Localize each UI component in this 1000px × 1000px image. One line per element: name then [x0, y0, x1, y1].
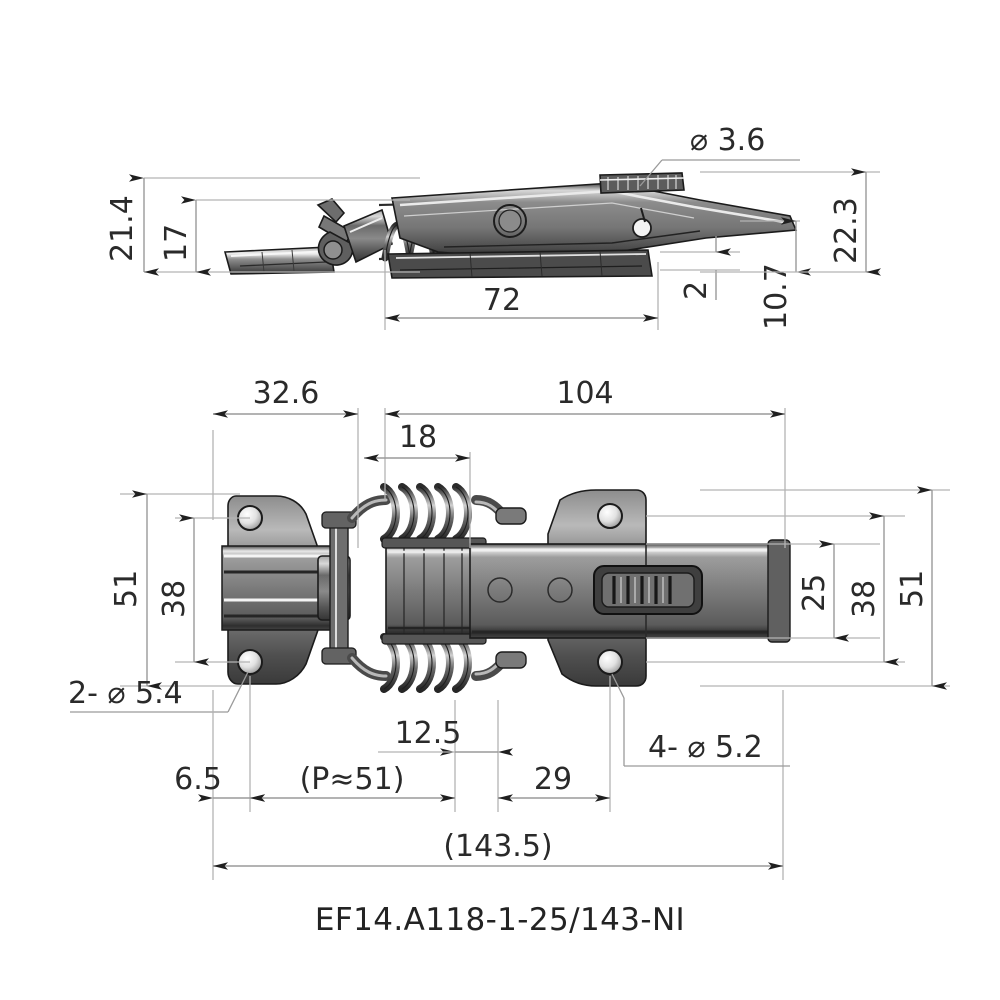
side-base-bracket	[387, 249, 653, 279]
plan-spring-upper	[347, 483, 527, 543]
plan-handle-bar	[469, 539, 791, 643]
dim-51-right: 51	[895, 570, 930, 608]
side-view-dimensions: 21.4 17 72 2 10.7 22.3	[105, 123, 881, 330]
plan-left-mount-plate	[221, 495, 333, 685]
side-pivot-link	[343, 208, 393, 264]
plan-spring-lower	[347, 633, 527, 693]
dim-143-5: (143.5)	[443, 829, 552, 864]
dim-10-7: 10.7	[759, 263, 794, 330]
dim-29: 29	[534, 762, 572, 797]
drawing-title: EF14.A118-1-25/143-NI	[315, 902, 685, 938]
plan-view-dimensions: 32.6 104 18 51 38	[68, 376, 950, 880]
dim-32-6: 32.6	[253, 376, 320, 411]
plan-adjuster-window	[593, 565, 703, 615]
dim-p-51: (P≈51)	[300, 762, 405, 797]
dim-17: 17	[159, 224, 194, 262]
dim-12-5: 12.5	[395, 716, 462, 751]
dim-38-right: 38	[847, 580, 882, 618]
dim-51-left: 51	[109, 570, 144, 608]
dim-6-5: 6.5	[174, 762, 222, 797]
side-view-geometry	[223, 172, 798, 279]
side-catch-plate	[223, 246, 335, 275]
dim-2: 2	[679, 281, 714, 300]
dim-2-dia-5-4: 2- ⌀ 5.4	[68, 676, 183, 711]
dim-72: 72	[483, 283, 521, 318]
side-hole-3-6	[632, 207, 652, 238]
dim-22-3: 22.3	[829, 197, 864, 264]
dim-25: 25	[797, 574, 832, 612]
plan-view-geometry	[221, 483, 791, 693]
side-hook	[316, 198, 354, 266]
dim-18: 18	[399, 420, 437, 455]
dim-38-left: 38	[157, 580, 192, 618]
plan-feature-hole-a	[487, 577, 513, 603]
plan-clamp-block	[381, 537, 487, 645]
dim-4-dia-5-2: 4- ⌀ 5.2	[648, 730, 763, 765]
plan-hole-5-2-top	[597, 503, 623, 529]
dim-dia-3-6: ⌀ 3.6	[690, 123, 765, 158]
side-lever-arm	[391, 182, 798, 258]
plan-feature-hole-b	[547, 577, 573, 603]
dim-104: 104	[556, 376, 613, 411]
dim-21-4: 21.4	[105, 195, 140, 262]
plan-hinge-knuckle	[317, 511, 357, 665]
plan-hole-5-2-bottom	[597, 649, 623, 675]
